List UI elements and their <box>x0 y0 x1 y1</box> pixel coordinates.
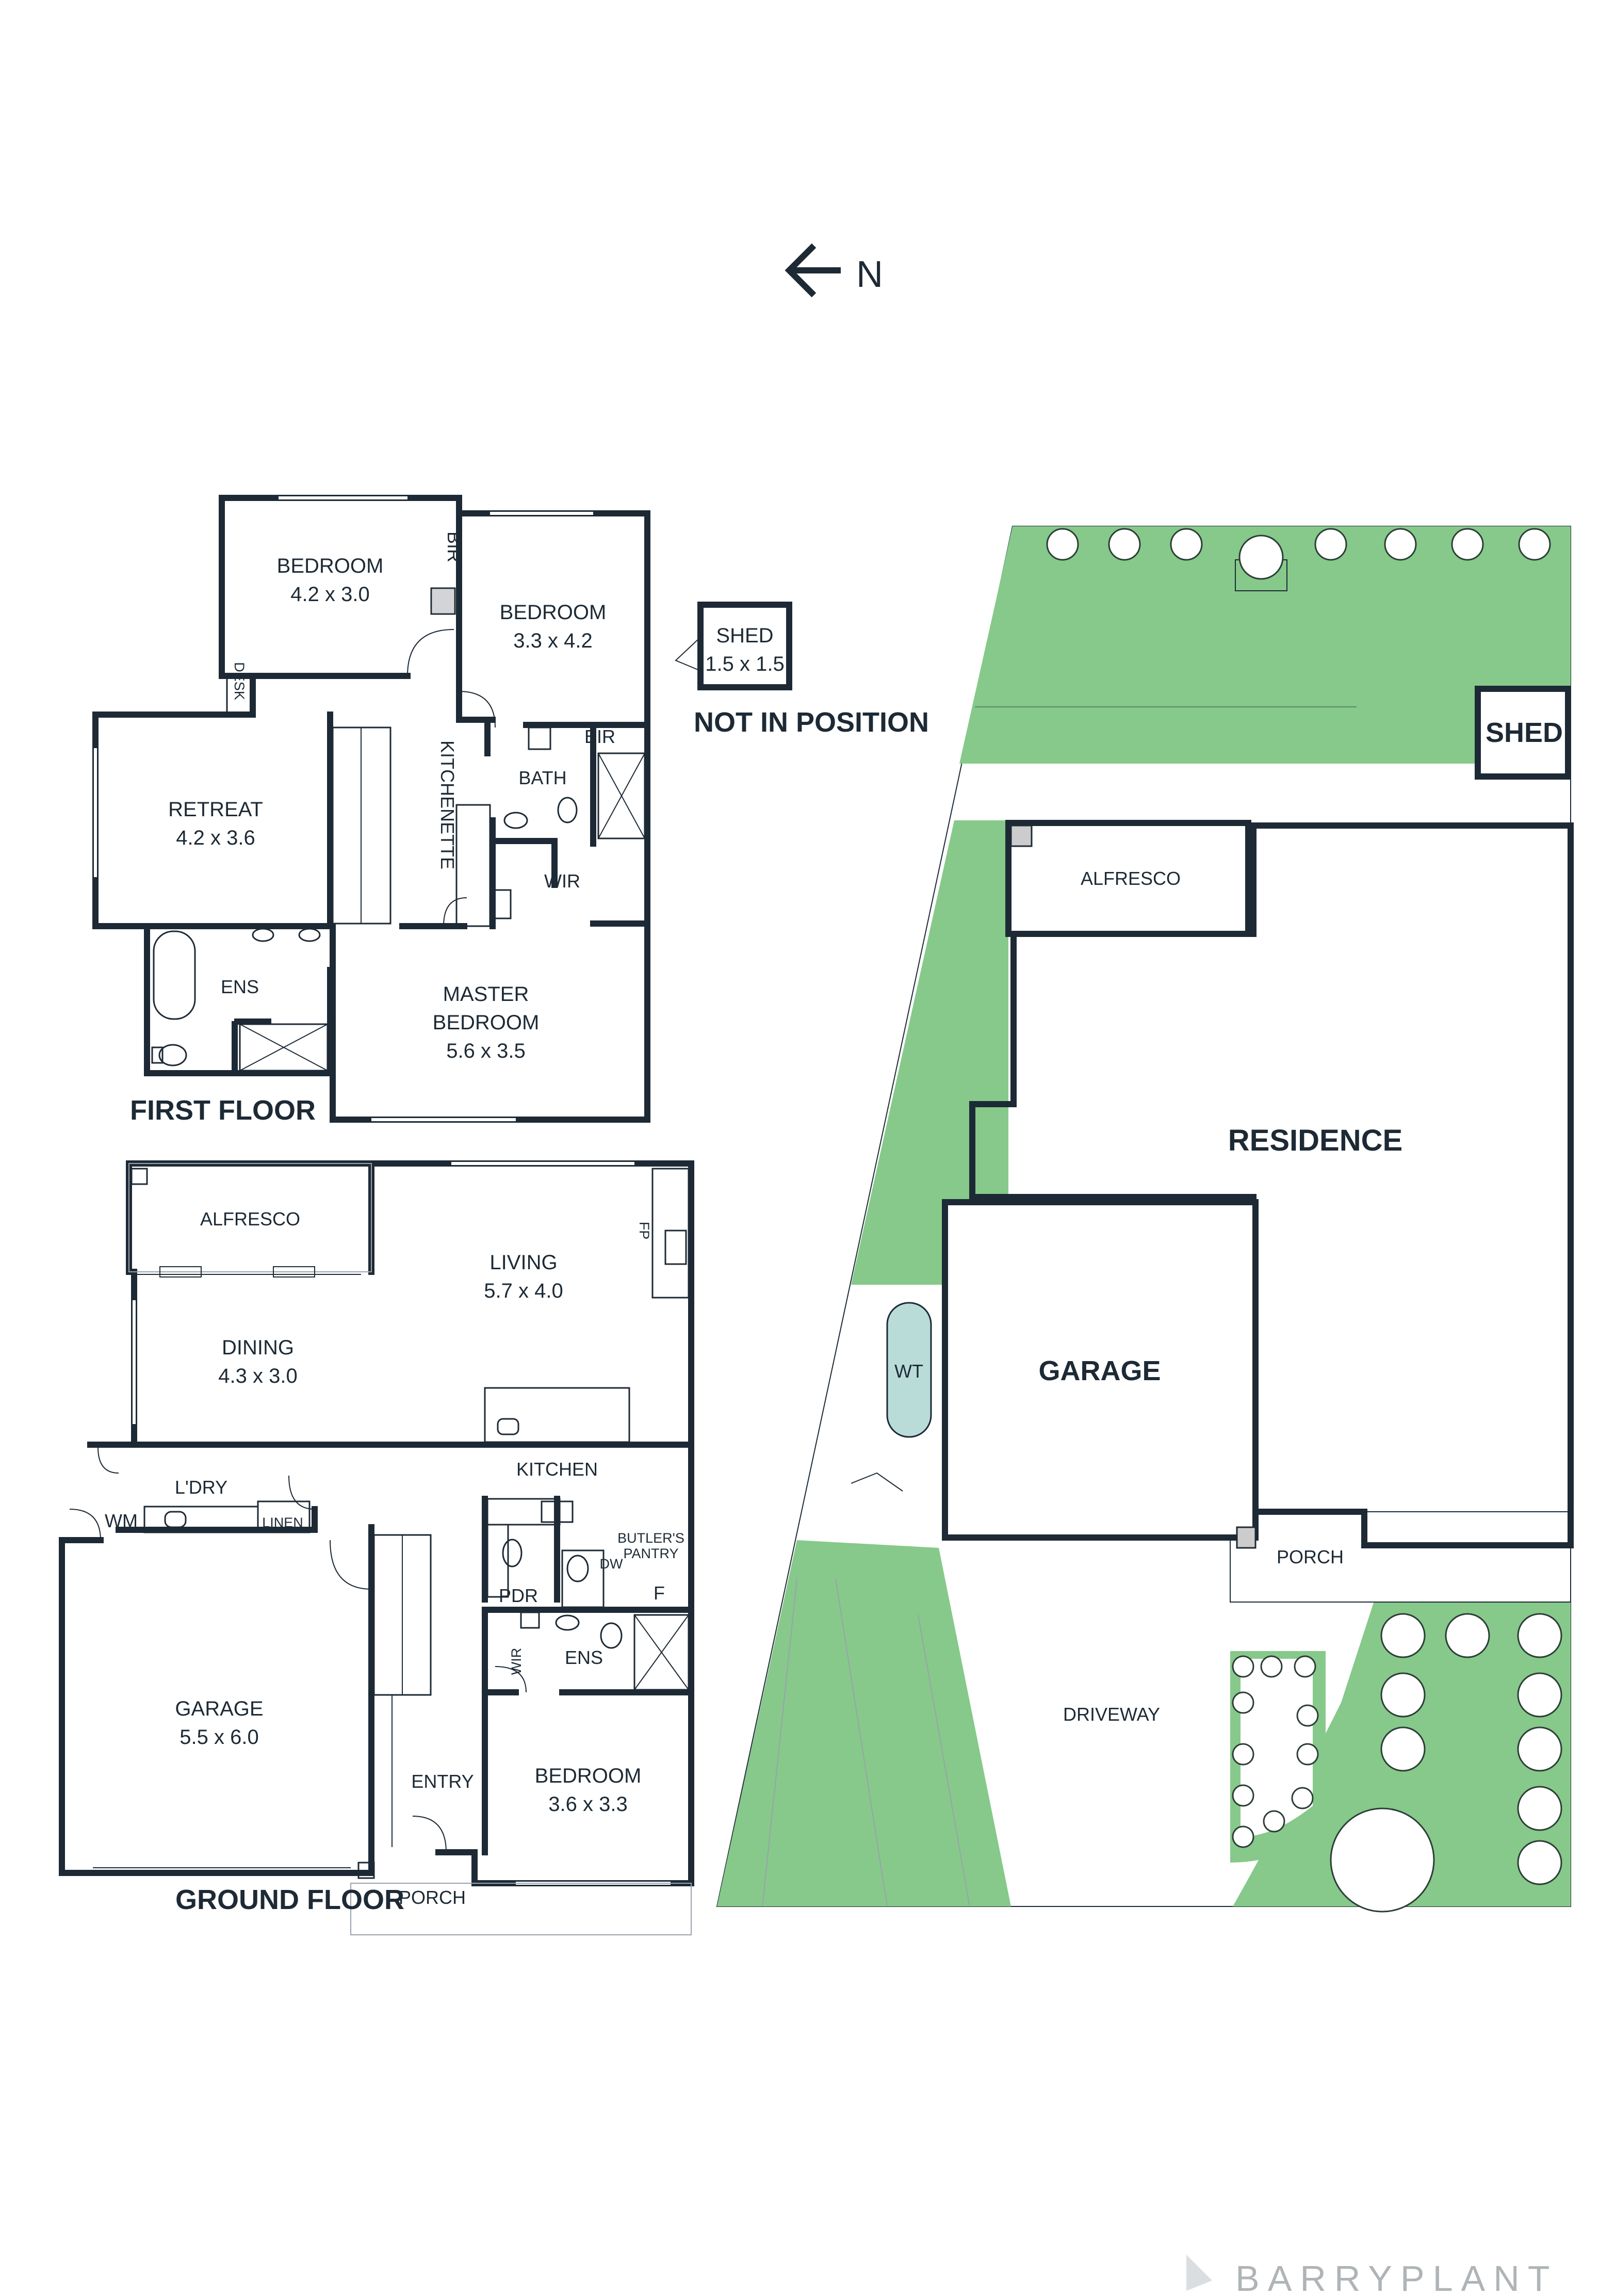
shed-dims: 1.5 x 1.5 <box>705 653 784 675</box>
master-bedroom-dims: 5.6 x 3.5 <box>446 1040 525 1062</box>
first-floor-staircase <box>332 726 391 925</box>
shed-plan: SHED 1.5 x 1.5 NOT IN POSITION <box>675 602 929 738</box>
ground-floor-plan: ALFRESCO LIVING 5.7 x 4.0 FP DINING 4.3 … <box>59 1160 694 1935</box>
tree-icons <box>1046 528 1562 1913</box>
wir-label: WIR <box>544 870 580 892</box>
fp-label: FP <box>637 1222 652 1240</box>
butlers-pantry-label: PANTRY <box>623 1546 678 1561</box>
bir-label: BIR <box>584 726 615 747</box>
garage-name: GARAGE <box>175 1697 263 1720</box>
toilet-icon <box>158 1044 187 1066</box>
north-arrow: N <box>785 243 883 298</box>
shed-name: SHED <box>716 624 773 647</box>
shed-note: NOT IN POSITION <box>694 707 929 738</box>
linen-label: LINEN <box>262 1515 303 1530</box>
wm-label: WM <box>105 1510 138 1531</box>
site-plan: SHED ALFRESCO RESIDENCE GARAGE WT PORCH … <box>716 526 1574 1913</box>
water-tank-label: WT <box>894 1361 923 1382</box>
kitchenette-label: KITCHENETTE <box>437 740 458 869</box>
site-alfresco-label: ALFRESCO <box>1081 868 1181 889</box>
living-dims: 5.7 x 4.0 <box>484 1280 563 1302</box>
ground-floor-title: GROUND FLOOR <box>175 1884 404 1915</box>
ground-floor-staircase <box>373 1534 432 1847</box>
front-lawn <box>717 1540 1011 1906</box>
garage-dims: 5.5 x 6.0 <box>180 1726 258 1749</box>
ens-label: ENS <box>565 1647 603 1668</box>
toilet-icon <box>502 1539 523 1567</box>
site-porch-label: PORCH <box>1277 1546 1344 1567</box>
site-shed-label: SHED <box>1486 717 1563 748</box>
water-tank-icon <box>886 1302 932 1438</box>
bedroom-name: BEDROOM <box>277 555 384 577</box>
bathtub-icon <box>153 930 196 1020</box>
entry-label: ENTRY <box>411 1771 474 1792</box>
basin-icon <box>252 928 274 942</box>
pdr-label: PDR <box>499 1585 538 1606</box>
bedroom-name: BEDROOM <box>535 1765 642 1787</box>
bedroom-dims: 3.3 x 4.2 <box>513 629 592 652</box>
site-residence-label: RESIDENCE <box>1228 1124 1402 1157</box>
toilet-icon <box>557 797 578 823</box>
master-bedroom-name: BEDROOM <box>433 1011 540 1034</box>
desk-label: DESK <box>232 662 247 700</box>
bedroom-name: BEDROOM <box>500 601 607 624</box>
fireplace-icon <box>651 1168 690 1299</box>
rear-lawn <box>959 526 1571 764</box>
ldry-label: L'DRY <box>175 1477 227 1498</box>
stair-column <box>430 587 456 615</box>
brand-watermark: BARRYPLANT <box>1186 2255 1558 2296</box>
alfresco-label: ALFRESCO <box>200 1208 300 1230</box>
porch-label: PORCH <box>399 1887 466 1908</box>
bath-label: BATH <box>518 767 566 788</box>
driveway-label: DRIVEWAY <box>1063 1704 1160 1725</box>
kitchen-label: KITCHEN <box>516 1459 598 1480</box>
ens-label: ENS <box>221 976 259 997</box>
basin-icon <box>503 812 528 829</box>
basin-icon <box>298 928 321 942</box>
bedroom-dims: 4.2 x 3.0 <box>290 583 369 606</box>
first-floor-title: FIRST FLOOR <box>130 1095 316 1126</box>
brand-logo-text: BARRYPLANT <box>1235 2258 1558 2296</box>
retreat-dims: 4.2 x 3.6 <box>176 827 255 849</box>
shower-icon <box>597 752 646 839</box>
wir-label: WIR <box>509 1648 524 1675</box>
bir-label: BIR <box>444 531 465 562</box>
dining-name: DINING <box>222 1336 294 1359</box>
bedroom-dims: 3.6 x 3.3 <box>548 1793 627 1816</box>
f-label: F <box>654 1582 665 1604</box>
shower-icon <box>239 1023 329 1072</box>
side-lawn <box>851 820 1008 1285</box>
dw-label: DW <box>600 1556 623 1572</box>
master-bedroom-name: MASTER <box>443 983 529 1006</box>
dining-dims: 4.3 x 3.0 <box>218 1365 297 1387</box>
north-label: N <box>856 254 883 295</box>
first-floor-plan: BEDROOM 4.2 x 3.0 BIR BEDROOM 3.3 x 4.2 … <box>92 495 650 1126</box>
butlers-pantry-label: BUTLER'S <box>617 1530 684 1546</box>
retreat-name: RETREAT <box>168 798 263 821</box>
living-name: LIVING <box>490 1251 557 1274</box>
site-garage-label: GARAGE <box>1038 1355 1161 1386</box>
